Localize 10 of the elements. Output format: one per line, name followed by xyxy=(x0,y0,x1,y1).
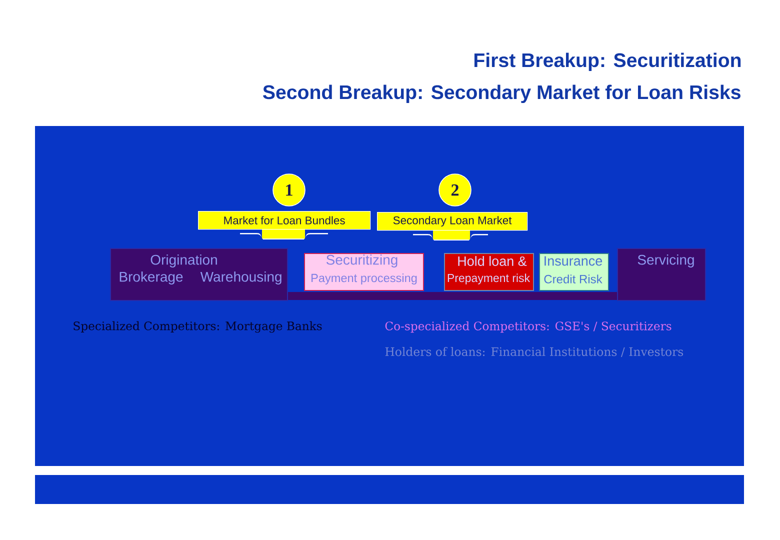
note: Specialized Competitors: Mortgage Banks xyxy=(74,321,322,333)
title: First Breakup: Securitization xyxy=(474,52,741,72)
stage-box: Hold loan & Prepayment risk xyxy=(444,253,534,291)
note: Co-specialized Competitors: GSE's / Securitizers xyxy=(385,321,672,333)
stage-box: Securitizing Payment processing xyxy=(304,253,424,291)
note: Holders of loans: Financial Institutions / Investors xyxy=(385,347,684,357)
subtitle: Second Breakup: Secondary Market for Loan Risks xyxy=(262,84,740,104)
stage-box: Origination Brokerage Warehousing xyxy=(110,248,288,301)
stage-box: Insurance Credit Risk xyxy=(539,253,609,291)
stage-box: Servicing xyxy=(617,248,706,301)
